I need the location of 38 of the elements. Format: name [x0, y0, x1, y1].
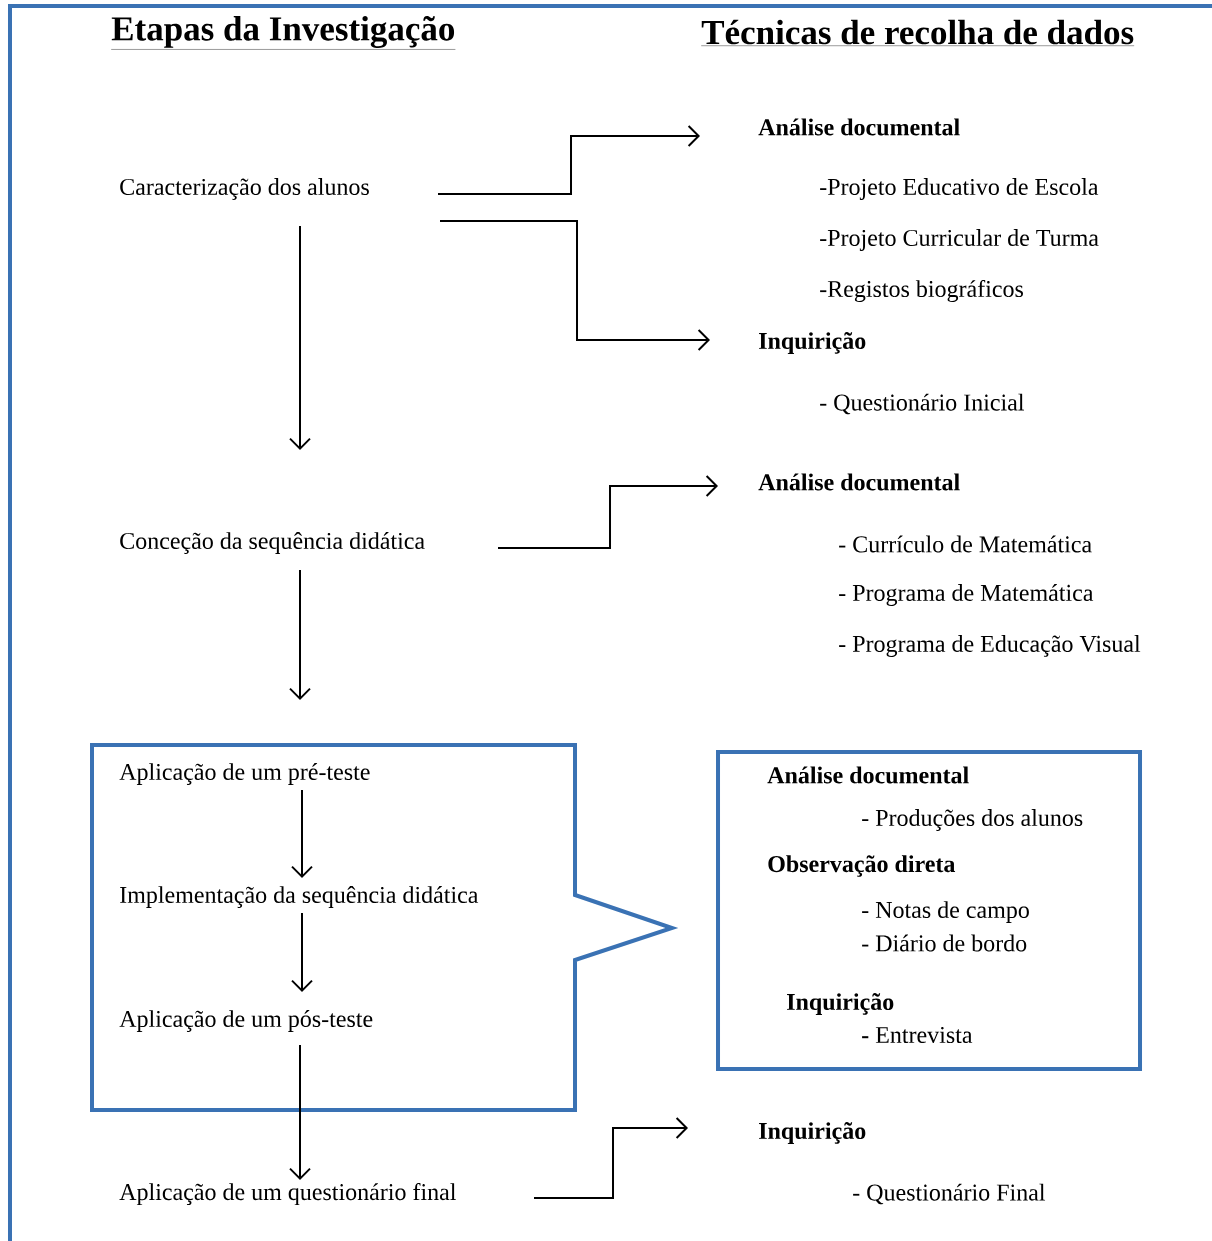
arrow: [291, 912, 313, 992]
list-item: - Produções dos alunos: [862, 809, 1083, 831]
technique-heading: Inquirição: [759, 332, 866, 354]
list-item: -Registos biográficos: [820, 279, 1023, 303]
list-item: - Diário de bordo: [862, 934, 1027, 952]
arrow: [289, 1044, 311, 1180]
stage-label: Aplicação de um questionário final: [119, 1183, 456, 1205]
elbow-arrow: [497, 475, 718, 549]
arrow: [289, 569, 311, 700]
stage-label: Implementação da sequência didática: [120, 886, 479, 908]
stage-label: Aplicação de um pré-teste: [119, 763, 370, 785]
list-item: - Programa de Matemática: [839, 584, 1094, 606]
stage-label: Caracterização dos alunos: [120, 178, 369, 200]
column-heading: Técnicas de recolha de dados: [701, 19, 1135, 46]
elbow-arrow: [533, 1117, 688, 1199]
stage-label: Conceção da sequência didática: [120, 532, 425, 554]
list-item: - Programa de Educação Visual: [839, 635, 1141, 657]
technique-heading: Análise documental: [758, 473, 960, 491]
stage-label: Aplicação de um pós-teste: [119, 1010, 373, 1032]
technique-heading: Inquirição: [759, 1122, 866, 1144]
section-heading: Observação direta: [768, 855, 956, 877]
section-heading: Análise documental: [767, 766, 969, 784]
list-item: - Entrevista: [862, 1026, 973, 1044]
callout-box: [90, 743, 679, 1112]
list-item: - Questionário Inicial: [820, 393, 1024, 415]
elbow-arrow: [439, 220, 710, 351]
arrow: [289, 225, 311, 450]
column-heading: Etapas da Investigação: [111, 15, 456, 50]
technique-box: [716, 750, 1142, 1071]
elbow-arrow: [437, 125, 700, 195]
list-item: -Projeto Educativo de Escola: [820, 178, 1099, 200]
technique-heading: Análise documental: [758, 118, 960, 136]
arrow: [291, 789, 313, 878]
list-item: - Notas de campo: [862, 901, 1029, 923]
list-item: - Currículo de Matemática: [839, 535, 1092, 553]
list-item: - Questionário Final: [853, 1183, 1046, 1205]
section-heading: Inquirição: [787, 993, 894, 1015]
list-item: -Projeto Curricular de Turma: [820, 229, 1099, 251]
